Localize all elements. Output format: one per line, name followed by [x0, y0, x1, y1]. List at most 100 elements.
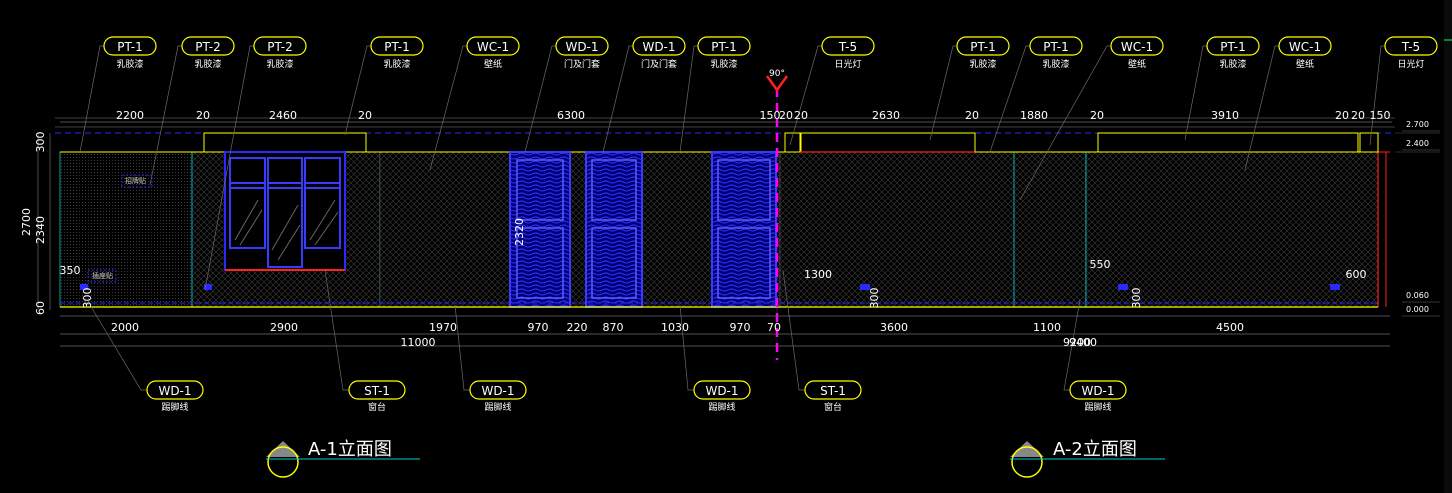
left-dimension: 2700 [20, 208, 33, 236]
tag-code: PT-2 [267, 40, 292, 54]
level-value: 0.060 [1406, 291, 1429, 300]
tag-sub: 乳胶漆 [383, 58, 410, 70]
tag-sub: 日光灯 [1397, 58, 1424, 70]
material-tag: PT-1 乳胶漆 [1206, 36, 1260, 70]
bottom-dimension: 2000 [111, 321, 139, 334]
level-value: 2.700 [1406, 120, 1429, 129]
title-marker-icon [1010, 441, 1044, 457]
angle-label: 90° [769, 69, 785, 79]
bottom-dimension: 1100 [1033, 321, 1061, 334]
tag-sub: 踢脚线 [484, 401, 511, 413]
tag-sub: 乳胶漆 [1219, 58, 1246, 70]
top-dimension: 2200 [116, 109, 144, 122]
tag-sub: 门及门套 [641, 58, 677, 70]
title-marker-icon [266, 441, 300, 457]
tag-code: PT-2 [195, 40, 220, 54]
top-dimension: 6300 [557, 109, 585, 122]
tag-sub: 窗台 [368, 401, 386, 413]
inner-dimension: 2320 [513, 218, 526, 246]
bottom-dimension: 1970 [429, 321, 457, 334]
tag-code: T-5 [1401, 40, 1420, 54]
top-dimension: 20 [1335, 109, 1349, 122]
tag-code: T-5 [838, 40, 857, 54]
tag-sub: 壁纸 [1128, 58, 1146, 70]
bottom-total-dimension: 9200 [1063, 336, 1091, 349]
dimension-lines [37, 121, 1392, 347]
title-a2: A-2立面图 [1010, 439, 1165, 478]
top-dimension: 20 [358, 109, 372, 122]
left-dimension: 350 [60, 264, 81, 277]
panel-wc1-a2 [1085, 151, 1379, 308]
window [224, 151, 346, 271]
material-tag: ST-1 窗台 [348, 380, 406, 413]
tag-sub: 踢脚线 [161, 401, 188, 413]
bottom-dimension: 2900 [270, 321, 298, 334]
tag-code: WD-1 [642, 40, 675, 54]
panel-pt1-left [59, 151, 193, 308]
left-dimension: 300 [34, 132, 47, 153]
panel-pt1-a2 [779, 151, 1015, 308]
tag-code: ST-1 [364, 384, 390, 398]
tag-code: PT-1 [970, 40, 995, 54]
bottom-dimension: 3600 [880, 321, 908, 334]
material-tag: WC-1 壁纸 [1278, 36, 1332, 70]
title-a2-label: A-2立面图 [1053, 439, 1137, 460]
top-dimension: 20 [1090, 109, 1104, 122]
top-material-tags: PT-1乳胶漆PT-2乳胶漆PT-2乳胶漆PT-1乳胶漆WC-1壁纸WD-1门及… [103, 36, 1438, 70]
tag-sub: 乳胶漆 [969, 58, 996, 70]
tag-sub: 踢脚线 [1084, 401, 1111, 413]
left-dimension: 300 [81, 288, 94, 309]
tag-sub: 踢脚线 [708, 401, 735, 413]
tag-code: WD-1 [481, 384, 514, 398]
leader-lines [79, 45, 1385, 391]
material-tag: PT-2 乳胶漆 [253, 36, 307, 70]
material-tag: WD-1 踢脚线 [469, 380, 527, 413]
level-value: 0.000 [1406, 305, 1429, 314]
bottom-dimension: 4500 [1216, 321, 1244, 334]
bottom-dimension: 220 [567, 321, 588, 334]
level-value: 2.400 [1406, 139, 1429, 148]
title-a1: A-1立面图 [266, 439, 420, 478]
tag-sub: 乳胶漆 [194, 58, 221, 70]
material-tag: WC-1壁纸 [1110, 36, 1164, 70]
top-dimension: 20 [196, 109, 210, 122]
bottom-dimension: 1030 [661, 321, 689, 334]
top-dimension: 20 [779, 109, 793, 122]
tag-code: WD-1 [705, 384, 738, 398]
tag-code: PT-1 [1220, 40, 1245, 54]
tag-code: WC-1 [1289, 40, 1321, 54]
small-label-2: 插座贴 [92, 271, 113, 280]
tag-code: WD-1 [158, 384, 191, 398]
bottom-dimension: 970 [730, 321, 751, 334]
top-dimension: 20 [1351, 109, 1365, 122]
top-dimension: 150 [760, 109, 781, 122]
inner-dimension: 600 [1346, 268, 1367, 281]
tag-code: WD-1 [565, 40, 598, 54]
top-dimension: 1880 [1020, 109, 1048, 122]
bottom-dimension: 870 [603, 321, 624, 334]
tag-sub: 乳胶漆 [266, 58, 293, 70]
bottom-total-dimension-2: 9400 [1069, 336, 1097, 349]
top-dimension: 150 [1370, 109, 1391, 122]
inner-dimension: 1300 [804, 268, 832, 281]
material-tag: WC-1壁纸 [466, 36, 520, 70]
angle-marker-icon [765, 75, 789, 93]
material-tag: PT-2 乳胶漆 [181, 36, 235, 70]
tag-sub: 日光灯 [834, 58, 861, 70]
bottom-dimension: 970 [528, 321, 549, 334]
level-markers: 2.700 2.400 0.060 0.000 [1402, 120, 1440, 317]
tag-sub: 壁纸 [1296, 58, 1314, 70]
panel-pt1-a2-mid [1013, 151, 1087, 308]
light-troughs [60, 132, 1379, 153]
material-tag: PT-1 乳胶漆 [956, 36, 1010, 70]
tag-sub: 壁纸 [484, 58, 502, 70]
